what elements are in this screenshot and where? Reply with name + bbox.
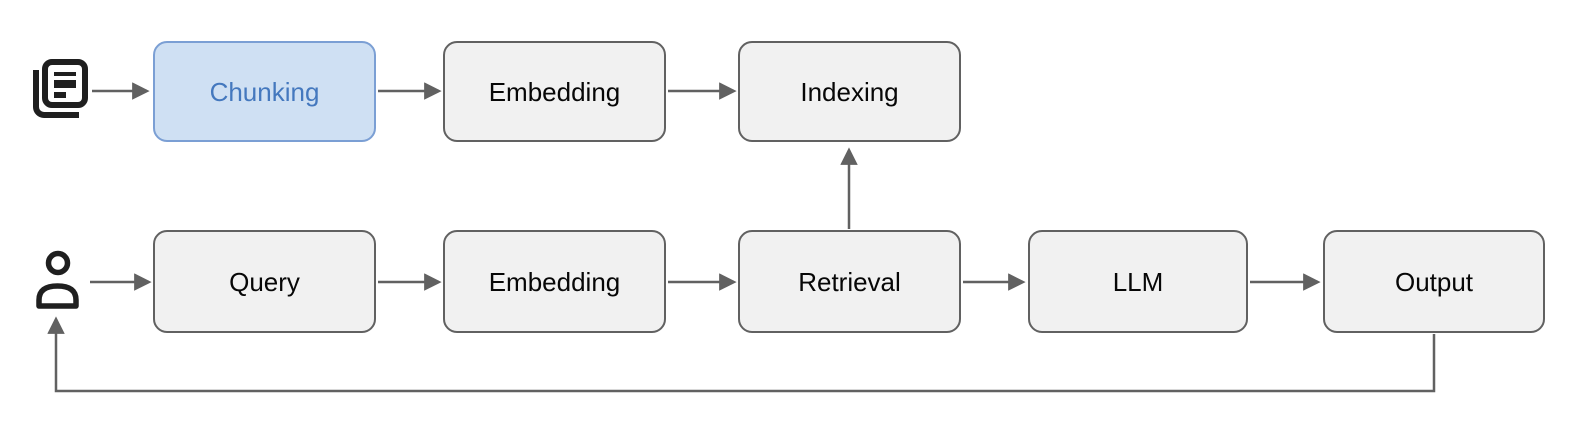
node-indexing: Indexing [738,41,961,142]
node-query: Query [153,230,376,333]
node-chunking: Chunking [153,41,376,142]
user-icon [36,250,79,309]
connector-output-feedback-to-user [47,316,1436,393]
node-embedding-ingest: Embedding [443,41,666,142]
node-output: Output [1323,230,1545,333]
documents-icon [33,59,88,118]
node-embedding-ingest-label: Embedding [488,76,621,107]
node-retrieval: Retrieval [738,230,961,333]
node-embedding-query-label: Embedding [488,266,621,297]
node-retrieval-label: Retrieval [798,266,901,297]
node-llm: LLM [1028,230,1248,333]
node-llm-label: LLM [1112,266,1164,297]
node-chunking-label: Chunking [209,76,320,107]
node-embedding-query: Embedding [443,230,666,333]
node-output-label: Output [1394,266,1474,297]
node-query-label: Query [229,266,300,297]
node-indexing-label: Indexing [800,76,899,107]
